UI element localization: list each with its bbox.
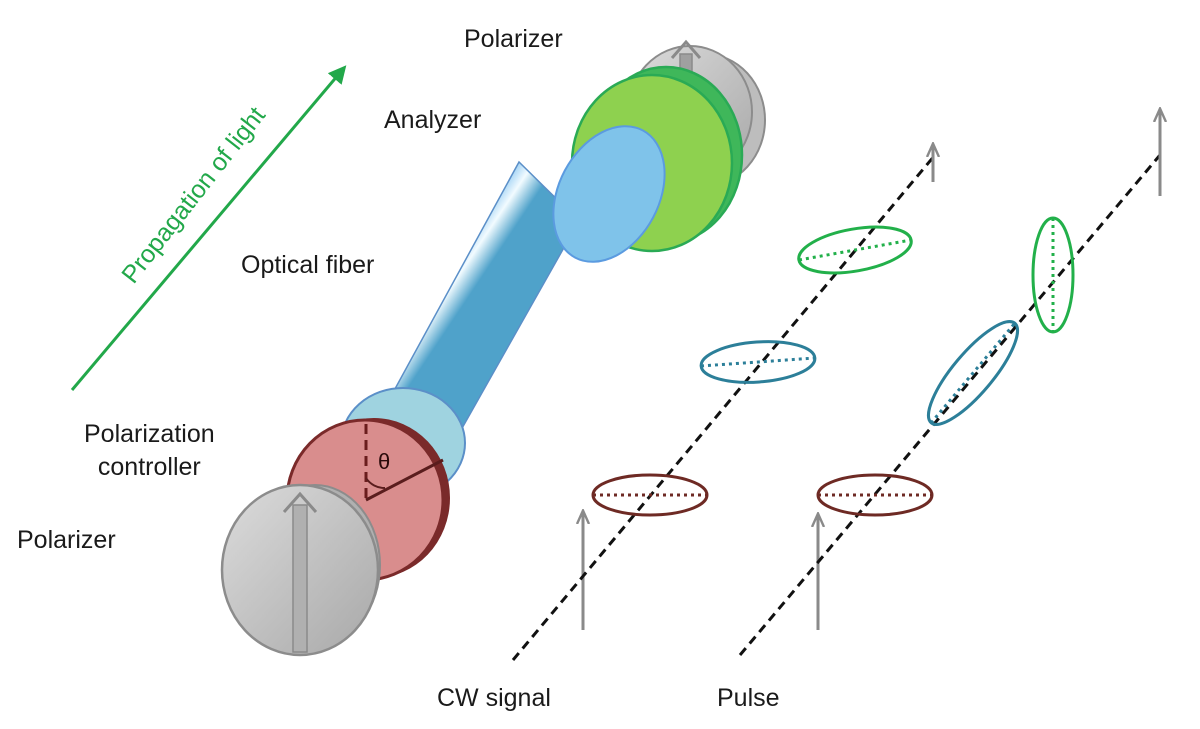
propagation-arrow — [70, 65, 347, 391]
pulse-state-2 — [926, 320, 1020, 426]
fiber-top-end — [552, 125, 666, 263]
cw-signal-label: CW signal — [437, 684, 551, 712]
polarization-controller-label: Polarization controller — [84, 420, 215, 481]
cw-state-1 — [591, 473, 709, 517]
pulse-state-3 — [1031, 216, 1075, 334]
theta-label: θ — [378, 449, 391, 474]
cw-signal-axis — [511, 154, 937, 661]
analyzer-label: Analyzer — [384, 106, 482, 134]
bottom-polarizer-arrow — [282, 491, 318, 653]
bottom-polarizer — [220, 483, 381, 657]
pulse-axis — [738, 154, 1162, 656]
cw-signal-evolution — [511, 145, 937, 661]
cw-state-2 — [699, 340, 817, 384]
polarizer-top-label: Polarizer — [464, 25, 563, 53]
polarizer-bottom-label: Polarizer — [17, 526, 116, 554]
pulse-label: Pulse — [717, 684, 780, 712]
cw-state-3 — [797, 225, 913, 275]
pulse-evolution — [738, 110, 1162, 656]
optical-fiber-label: Optical fiber — [241, 251, 375, 279]
pulse-state-1 — [816, 473, 934, 517]
